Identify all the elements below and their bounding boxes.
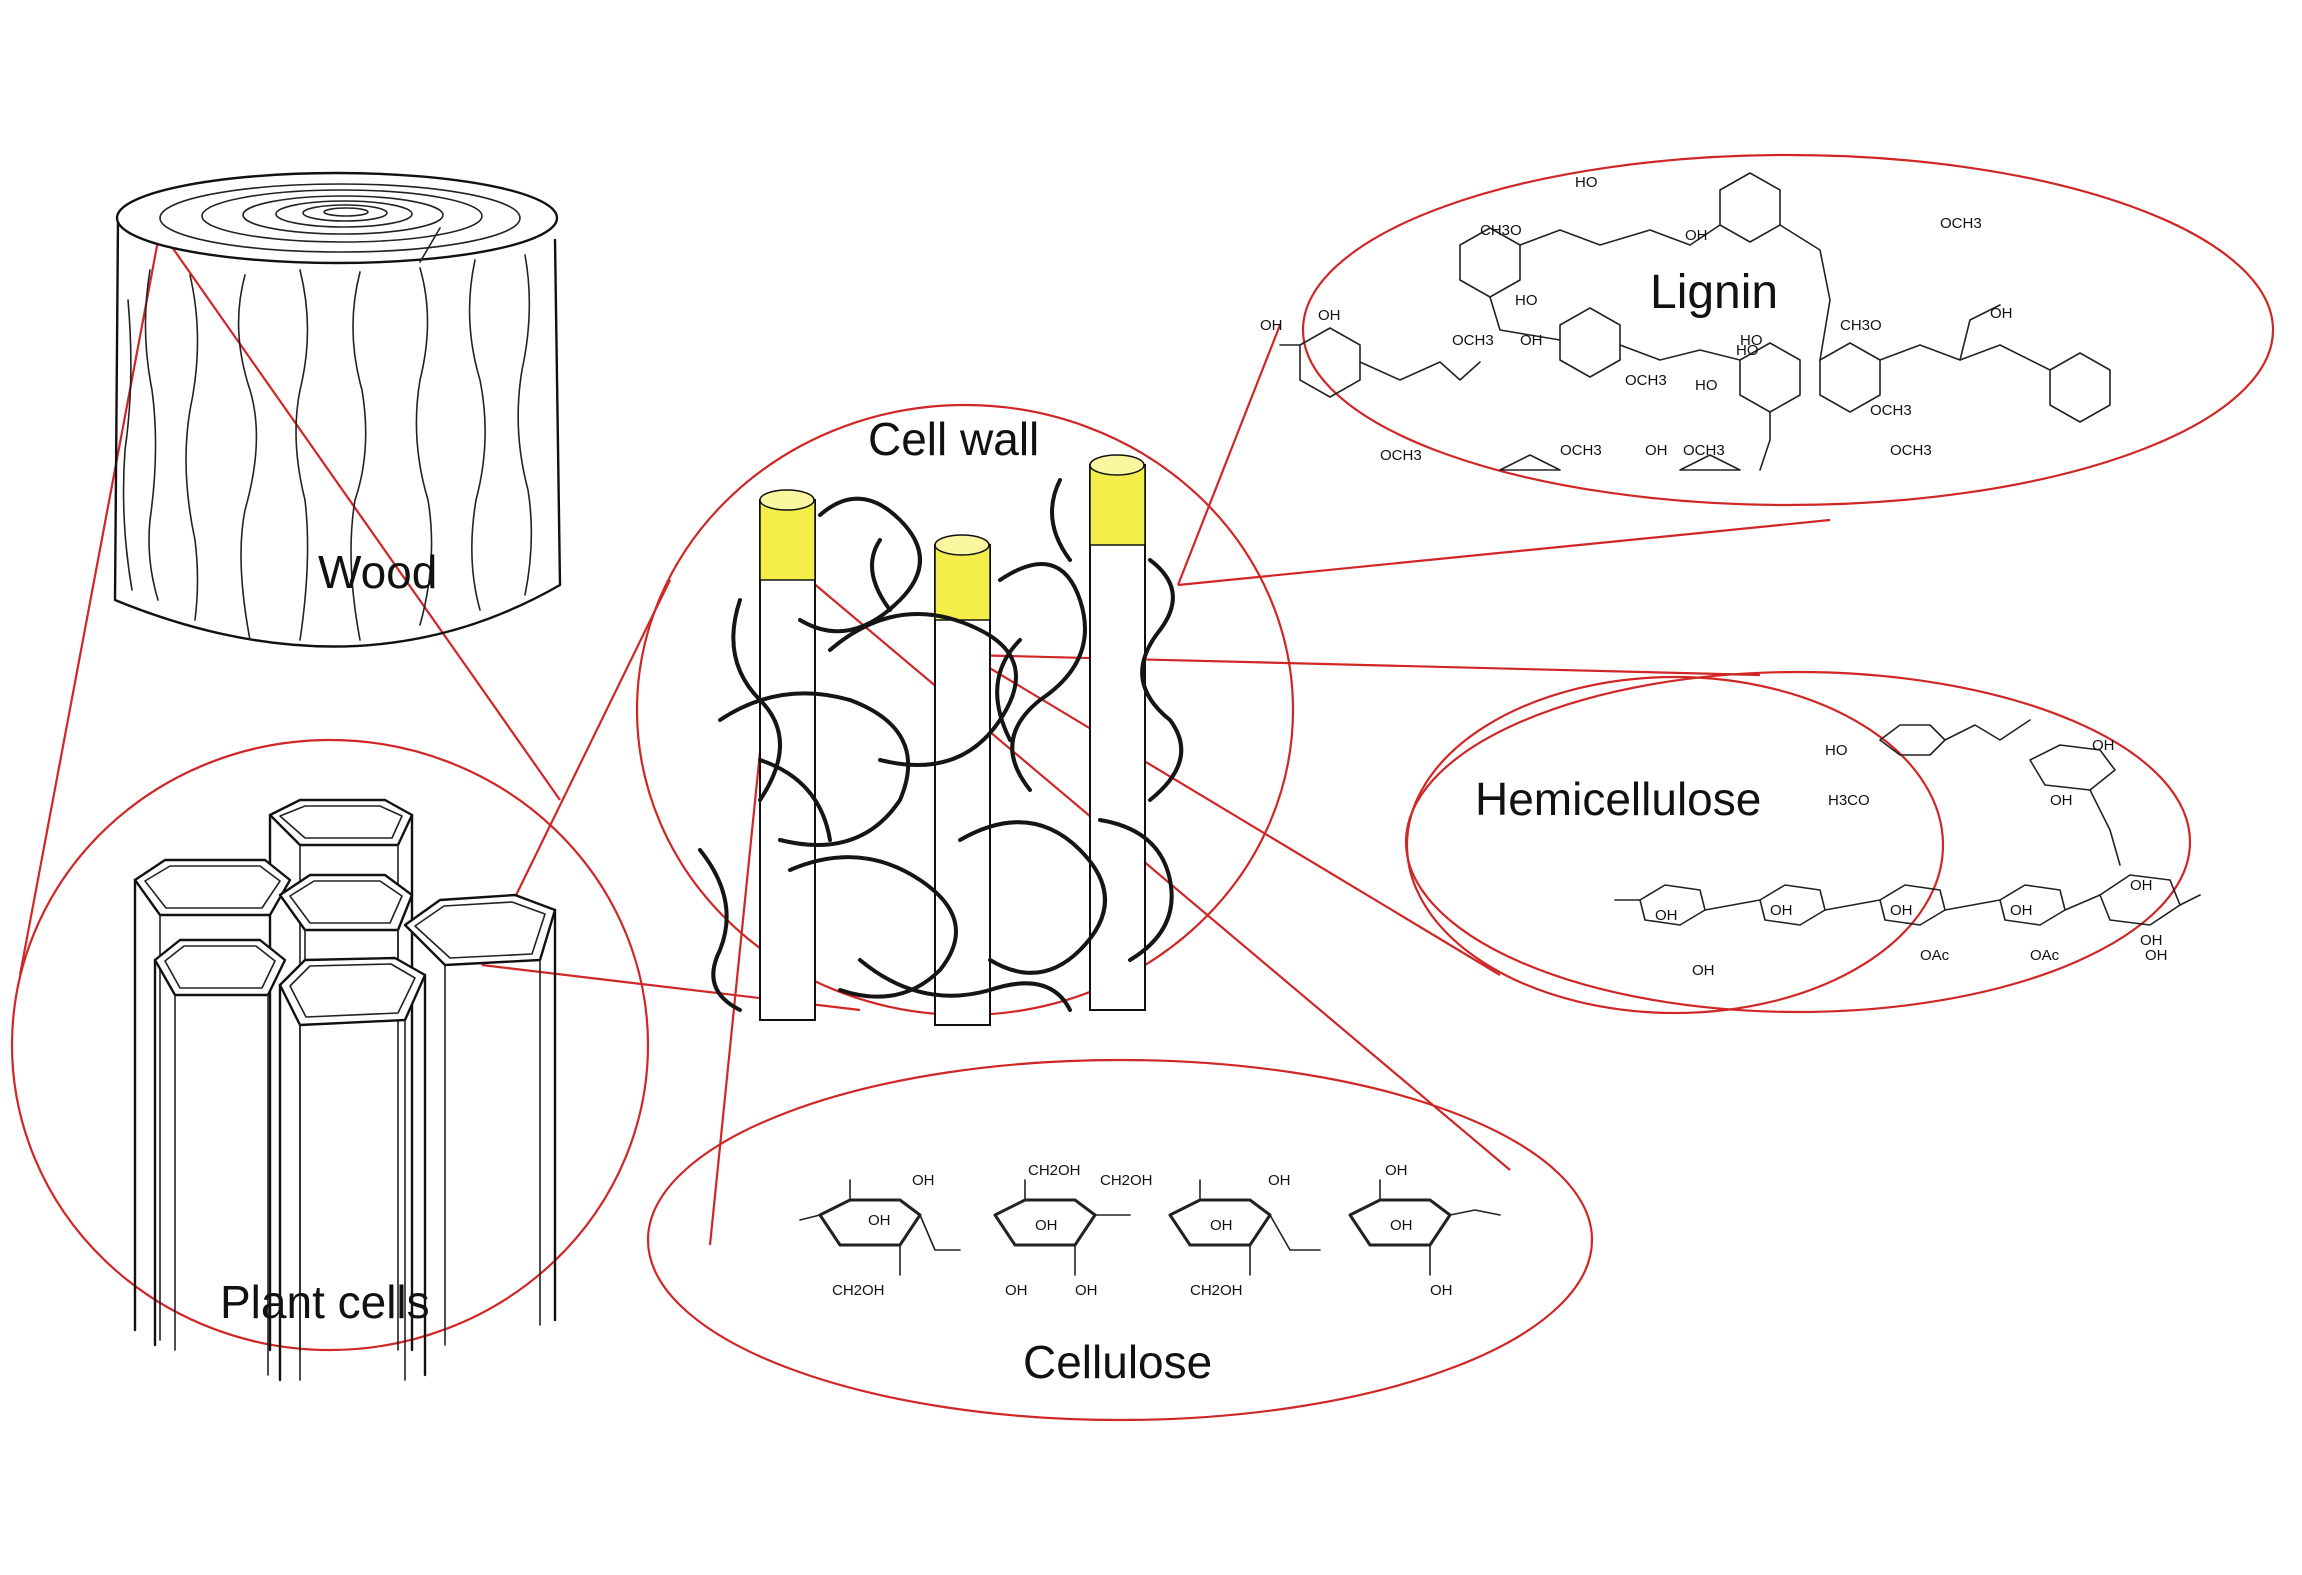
lignin-atom-label: OH bbox=[1520, 332, 1543, 349]
lignin-atom-label: HO bbox=[1575, 174, 1598, 191]
cellulose-atom-label: OH bbox=[1075, 1282, 1098, 1299]
hemicellulose-ellipse-shape bbox=[1405, 675, 1945, 1015]
lignin-atom-label: OCH3 bbox=[1890, 442, 1932, 459]
lignin-atom-label: OCH3 bbox=[1380, 447, 1422, 464]
cellulose-atom-label: OH bbox=[1430, 1282, 1453, 1299]
microfibril-cap bbox=[1089, 464, 1146, 546]
hemicellulose-atom-label: OAc bbox=[2030, 947, 2060, 964]
hemicellulose-atom-label: H3CO bbox=[1828, 792, 1870, 809]
connector-wood-plantcells-right bbox=[159, 229, 561, 801]
cellulose-atom-label: OH bbox=[1005, 1282, 1028, 1299]
microfibril-rod bbox=[759, 489, 816, 1021]
lignin-ellipse bbox=[1301, 153, 2275, 507]
lignin-atom-label: OCH3 bbox=[1683, 442, 1725, 459]
cellulose-atom-label: OH bbox=[912, 1172, 935, 1189]
hemicellulose-structure: HO H3CO OH OH OH OH OH OH OH OH OH OAc O… bbox=[1614, 719, 2201, 979]
connector-cellwall-lignin-top bbox=[1176, 324, 1282, 586]
connector-wood-plantcells-left bbox=[18, 229, 162, 976]
lignin-atom-label: OCH3 bbox=[1625, 372, 1667, 389]
lignin-atom-label: CH3O bbox=[1480, 222, 1522, 239]
hemicellulose-atom-label: OH bbox=[1770, 902, 1793, 919]
hemicellulose-atom-label: OH bbox=[2050, 792, 2073, 809]
connector-cellwall-hemi-top bbox=[967, 653, 1761, 677]
plant-cells-circle bbox=[10, 738, 650, 1352]
microfibril-cap bbox=[759, 499, 816, 581]
lignin-atom-label: OH bbox=[1685, 227, 1708, 244]
cellulose-atom-label: OH bbox=[1210, 1217, 1233, 1234]
cell-tube bbox=[278, 956, 427, 1382]
label-cell-wall: Cell wall bbox=[868, 413, 1039, 465]
microfibril-cap bbox=[934, 544, 991, 621]
microfibril-rod bbox=[934, 534, 991, 1026]
cell-tube bbox=[403, 893, 557, 1346]
connector-cellwall-hemi-bottom bbox=[967, 654, 1501, 976]
lignin-atom-label: OCH3 bbox=[1560, 442, 1602, 459]
plant-cells-bundle bbox=[133, 798, 557, 1382]
hemicellulose-atom-label: OAc bbox=[1920, 947, 1950, 964]
lignin-atom-label: OCH3 bbox=[1452, 332, 1494, 349]
hemicellulose-atom-label: OH bbox=[2130, 877, 2153, 894]
label-plant-cells: Plant cells bbox=[220, 1276, 430, 1328]
lignin-atom-label: OH bbox=[1318, 307, 1341, 324]
cellulose-atom-label: CH2OH bbox=[1100, 1172, 1153, 1189]
lignin-atom-label: OCH3 bbox=[1940, 215, 1982, 232]
label-cellulose: Cellulose bbox=[1023, 1336, 1212, 1388]
lignin-atom-label: HO bbox=[1515, 292, 1538, 309]
cellulose-atom-label: CH2OH bbox=[1190, 1282, 1243, 1299]
lignin-atom-label: CH3O bbox=[1840, 317, 1882, 334]
cellulose-atom-label: CH2OH bbox=[832, 1282, 885, 1299]
cellulose-atom-label: OH bbox=[1035, 1217, 1058, 1234]
cellulose-atom-label: OH bbox=[1268, 1172, 1291, 1189]
lignin-atom-label: HO bbox=[1740, 332, 1763, 349]
lignin-structure: HO OH CH3O OCH3 HO CH3O HO OH OH OCH3 OH… bbox=[1260, 172, 2111, 471]
hemicellulose-atom-label: OH bbox=[2140, 932, 2163, 949]
cell-tube bbox=[278, 873, 414, 961]
cellulose-atom-label: OH bbox=[1385, 1162, 1408, 1179]
cellulose-atom-label: OH bbox=[868, 1212, 891, 1229]
lignin-atom-label: OH bbox=[1990, 305, 2013, 322]
cell-tube bbox=[133, 858, 292, 1341]
wood-log-icon bbox=[113, 171, 562, 648]
hemicellulose-atom-label: OH bbox=[1890, 902, 1913, 919]
hemicellulose-atom-label: HO bbox=[1825, 742, 1848, 759]
hemicellulose-ellipse bbox=[1404, 670, 2192, 1014]
hemicellulose-atom-label: OH bbox=[1655, 907, 1678, 924]
lignin-atom-label: HO bbox=[1695, 377, 1718, 394]
lignin-atom-label: OH bbox=[1260, 317, 1283, 334]
lignin-atom-label: OCH3 bbox=[1870, 402, 1912, 419]
connector-cellwall-lignin-bottom bbox=[1177, 518, 1831, 587]
lignin-atom-label: OH bbox=[1645, 442, 1668, 459]
cellulose-atom-label: OH bbox=[1390, 1217, 1413, 1234]
cellulose-ellipse bbox=[646, 1058, 1594, 1422]
cell-wall-illustration bbox=[698, 454, 1184, 1026]
hemicellulose-atom-label: OH bbox=[2010, 902, 2033, 919]
hemicellulose-atom-label: OH bbox=[2145, 947, 2168, 964]
cellulose-atom-label: CH2OH bbox=[1028, 1162, 1081, 1179]
label-hemicellulose: Hemicellulose bbox=[1475, 773, 1761, 825]
cellulose-structure: OH CH2OH OH CH2OH OH OH OH OH OH OH CH2O… bbox=[799, 1162, 1501, 1299]
lignin-atom-label: HO bbox=[1736, 342, 1759, 359]
hemicellulose-atom-label: OH bbox=[2092, 737, 2115, 754]
cell-tube bbox=[153, 938, 287, 1376]
label-wood: Wood bbox=[318, 546, 437, 598]
hemicellulose-atom-label: OH bbox=[1692, 962, 1715, 979]
label-lignin: Lignin bbox=[1650, 266, 1778, 319]
